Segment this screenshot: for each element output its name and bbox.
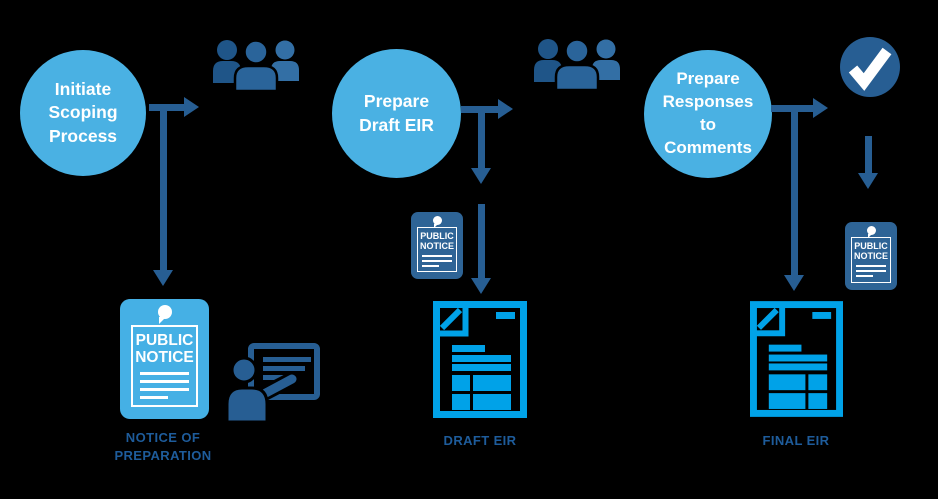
arrow-down-head xyxy=(858,173,878,189)
arrow-shaft xyxy=(791,105,798,275)
pin-icon xyxy=(866,226,876,238)
document-content xyxy=(452,312,515,410)
notice-text-line2: NOTICE xyxy=(419,241,454,252)
public-notice-icon: PUBLIC NOTICE xyxy=(845,222,897,290)
document-outline xyxy=(750,301,843,417)
notice-text-line2: NOTICE xyxy=(853,251,888,262)
arrow-right-head xyxy=(498,99,513,119)
step-circle-text: Prepare Draft EIR xyxy=(359,90,434,135)
presenter-body xyxy=(227,386,269,422)
report-document-icon xyxy=(433,301,527,418)
document-content xyxy=(768,312,832,409)
result-label-final-eir: FINAL EIR xyxy=(762,433,830,448)
result-label-draft-eir: DRAFT EIR xyxy=(443,433,517,448)
notice-text-line1: PUBLIC xyxy=(420,231,454,241)
presenter-head xyxy=(230,356,258,384)
notice-rule xyxy=(422,254,452,257)
result-label-notice-of-preparation: NOTICE OF PREPARATION xyxy=(114,430,212,463)
notice-rule-short xyxy=(140,395,169,399)
arrow-down-head xyxy=(784,275,804,291)
arrow-down-head xyxy=(153,270,173,286)
public-notice-icon: PUBLIC NOTICE xyxy=(411,212,463,279)
arrow-shaft xyxy=(160,104,167,270)
arrow-down-head xyxy=(471,168,491,184)
step-circle-text: Initiate Scoping Process xyxy=(48,78,118,146)
person-front xyxy=(554,38,600,90)
step-circle-prepare-responses: Prepare Responses to Comments xyxy=(644,50,772,178)
public-notice-icon: PUBLIC NOTICE xyxy=(120,299,209,419)
person-back-left xyxy=(534,39,562,82)
step-circle-initiate-scoping: Initiate Scoping Process xyxy=(20,50,146,176)
arrow-right-head xyxy=(813,98,828,118)
document-outline xyxy=(433,301,527,418)
notice-panel: PUBLIC NOTICE xyxy=(131,325,198,407)
notice-text-line1: PUBLIC xyxy=(854,241,888,251)
notice-panel: PUBLIC NOTICE xyxy=(851,237,891,283)
notice-panel: PUBLIC NOTICE xyxy=(417,227,457,272)
notice-text-line2: NOTICE xyxy=(135,349,194,367)
notice-text-line1: PUBLIC xyxy=(135,332,194,349)
notice-rule xyxy=(140,379,189,383)
report-document-icon xyxy=(750,301,843,417)
notice-rule-short xyxy=(422,264,440,267)
presenter-at-board-icon xyxy=(227,343,320,422)
notice-rule-short xyxy=(856,274,874,277)
notice-rule xyxy=(422,259,452,262)
check-glyph xyxy=(848,47,892,91)
step-circle-text: Prepare Responses to Comments xyxy=(662,69,754,157)
notice-rule xyxy=(856,264,886,267)
person-back-right xyxy=(592,39,620,80)
board-lines xyxy=(263,357,311,380)
arrow-shaft xyxy=(149,104,185,111)
notice-rule xyxy=(856,269,886,272)
checkmark-circle-icon xyxy=(840,37,900,97)
pin-icon xyxy=(432,216,442,228)
pin-icon xyxy=(157,305,172,324)
people-group-icon xyxy=(534,38,620,90)
arrow-down-head xyxy=(471,278,491,294)
arrow-shaft xyxy=(478,106,485,168)
folded-corner xyxy=(433,301,469,337)
notice-rule xyxy=(140,387,189,391)
people-group-icon xyxy=(213,39,299,91)
notice-rule xyxy=(140,371,189,375)
arrow-right-head xyxy=(184,97,199,117)
arrow-shaft xyxy=(478,204,485,278)
folded-corner xyxy=(750,301,786,337)
person-front xyxy=(233,39,279,91)
arrow-shaft xyxy=(865,136,872,173)
step-circle-prepare-draft-eir: Prepare Draft EIR xyxy=(332,49,461,178)
